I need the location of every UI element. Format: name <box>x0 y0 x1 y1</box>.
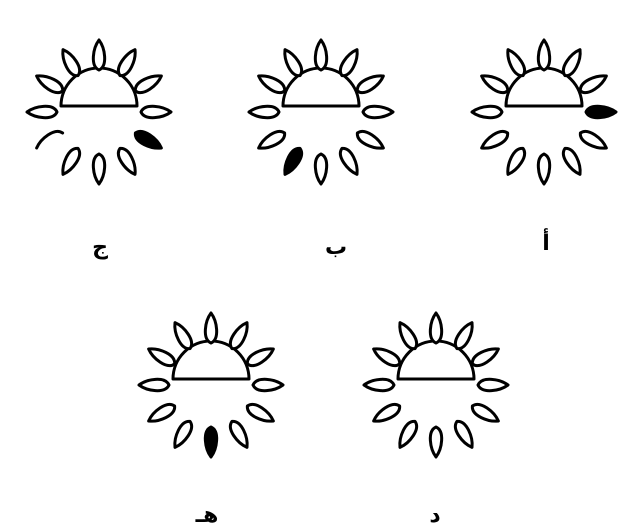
dark-petal <box>586 106 616 117</box>
petal <box>503 47 528 79</box>
petal <box>472 106 502 117</box>
petal <box>115 47 140 79</box>
petal <box>479 71 511 96</box>
dark-petal <box>205 427 216 457</box>
petal <box>256 128 288 153</box>
petal <box>578 71 610 96</box>
petal <box>578 128 610 153</box>
petal <box>478 379 508 390</box>
petal <box>560 146 585 178</box>
sun-figure-dal <box>364 313 508 457</box>
petal <box>227 419 252 451</box>
sun-figure-ba <box>249 40 393 184</box>
petal <box>395 419 420 451</box>
petal <box>315 154 326 184</box>
petal <box>170 419 195 451</box>
petal <box>337 47 362 79</box>
option-label-jim: ج <box>80 234 120 262</box>
petal <box>479 128 511 153</box>
petal <box>363 106 393 117</box>
petal <box>452 320 477 352</box>
petal <box>93 154 104 184</box>
petal <box>139 379 169 390</box>
petal <box>245 401 277 426</box>
dark-petal <box>280 146 305 178</box>
petal <box>395 320 420 352</box>
petal <box>430 313 441 343</box>
petal <box>560 47 585 79</box>
option-label-ba: ب <box>316 234 356 262</box>
petal <box>253 379 283 390</box>
petal <box>58 47 83 79</box>
option-label-ha: هـ <box>187 502 227 530</box>
petal <box>355 128 387 153</box>
petal <box>245 344 277 369</box>
petal <box>538 154 549 184</box>
petal <box>315 40 326 70</box>
petal <box>227 320 252 352</box>
broken-petal <box>34 128 63 148</box>
petal <box>452 419 477 451</box>
petal <box>58 146 83 178</box>
petal <box>249 106 279 117</box>
petal <box>170 320 195 352</box>
option-label-dal: د <box>415 502 455 530</box>
petal <box>364 379 394 390</box>
petal <box>205 313 216 343</box>
petal <box>133 71 165 96</box>
sun-figure-alif <box>472 40 616 184</box>
petal <box>146 344 178 369</box>
petal <box>538 40 549 70</box>
petal <box>430 427 441 457</box>
petal <box>470 344 502 369</box>
petal <box>371 344 403 369</box>
petal <box>115 146 140 178</box>
petal <box>280 47 305 79</box>
option-label-alif: أ <box>526 230 566 258</box>
sun-figure-ha <box>139 313 283 457</box>
petal <box>27 106 57 117</box>
petal <box>141 106 171 117</box>
petal <box>470 401 502 426</box>
dark-petal <box>133 128 165 153</box>
petal <box>337 146 362 178</box>
petal <box>146 401 178 426</box>
sun-figure-jim <box>27 40 171 184</box>
petal <box>371 401 403 426</box>
petal <box>503 146 528 178</box>
petal <box>355 71 387 96</box>
petal <box>256 71 288 96</box>
petal <box>93 40 104 70</box>
petal <box>34 71 66 96</box>
